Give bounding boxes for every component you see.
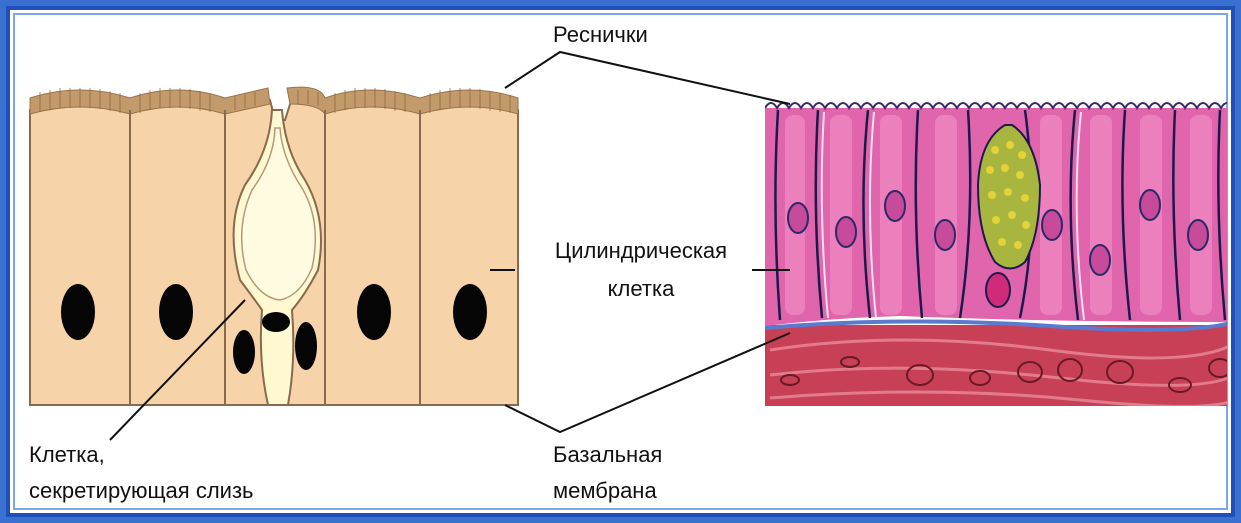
label-mucus-cell-line2: секретирующая слизь: [29, 478, 254, 504]
nucleus-cell-4: [453, 284, 487, 340]
nucleus-cell-3: [357, 284, 391, 340]
nucleus-cell-2: [159, 284, 193, 340]
label-columnar-cell-line1: Цилиндрическая: [522, 238, 760, 264]
nucleus-goblet-left: [233, 330, 255, 374]
nucleus-goblet-right: [295, 322, 317, 370]
histology-epithelium: [765, 103, 1241, 410]
schematic-epithelium: [30, 87, 518, 405]
connective-tissue: [765, 325, 1235, 410]
nucleus-cell-1: [61, 284, 95, 340]
label-columnar-cell-line2: клетка: [522, 276, 760, 302]
nucleus-goblet-top: [262, 312, 290, 332]
label-cilia: Реснички: [553, 22, 648, 48]
histology-goblet-nucleus: [986, 273, 1010, 307]
label-basal-membrane-line2: мембрана: [553, 478, 657, 504]
label-mucus-cell-line1: Клетка,: [29, 442, 105, 468]
label-basal-membrane-line1: Базальная: [553, 442, 662, 468]
